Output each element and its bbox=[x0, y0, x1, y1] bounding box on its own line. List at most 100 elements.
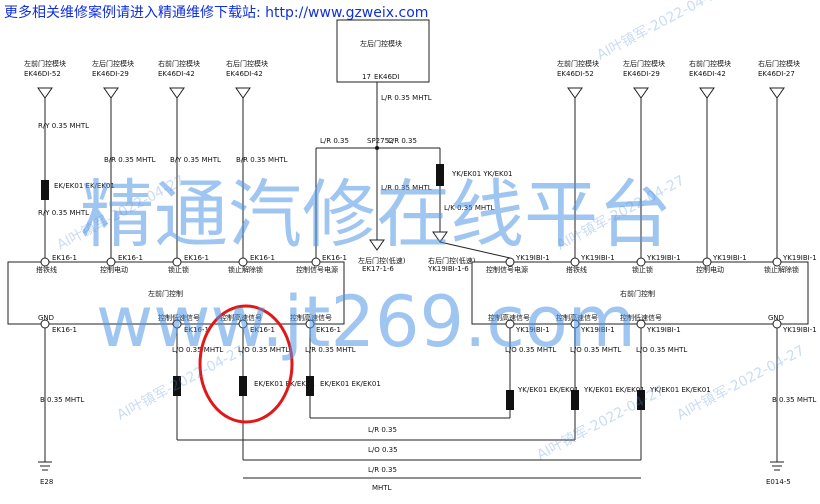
splice-label: SP2752 bbox=[367, 137, 393, 145]
pin-name: 控制高速信号 bbox=[220, 313, 262, 322]
antenna-triangle bbox=[169, 87, 185, 99]
top-wire-network: SP2752 L/R 0.35 L/R 0.35 L/R 0.35 MHTL L… bbox=[315, 82, 511, 273]
antenna-code: EK46DI-42 bbox=[689, 70, 726, 78]
watermark-stamp: AI叶镇军-2022-04-27 bbox=[534, 383, 667, 464]
pin-name: 控制信号电源 bbox=[486, 265, 528, 274]
wire-label: R/Y 0.35 MHTL bbox=[38, 209, 89, 217]
wire-label: L/O 0.35 bbox=[368, 446, 398, 454]
pin-conn: YK19IBI-1 bbox=[782, 326, 817, 334]
pin-conn: EK16-1 bbox=[250, 254, 275, 262]
wire-label: L/R 0.35 bbox=[388, 137, 417, 145]
inline-connectors-bottom: EK/EK01 EK/EK01 EK/EK01 EK/EK01 YK/EK01 … bbox=[40, 346, 816, 492]
pin-conn: EK16-1 bbox=[118, 254, 143, 262]
wire-label: L/R 0.35 MHTL bbox=[305, 346, 356, 354]
inline-connector-label: YK/EK01 EK/EK01 bbox=[649, 386, 711, 394]
wire-label: B/Y 0.35 MHTL bbox=[170, 156, 221, 164]
wire-label: L/R 0.35 bbox=[320, 137, 349, 145]
watermark-stamp: AI叶镇军-2022-04-27 bbox=[594, 0, 727, 64]
pin-conn: EK16-1 bbox=[184, 254, 209, 262]
pin-conn: EK16-1 bbox=[250, 326, 275, 334]
pin-conn: YK19IBI-1 bbox=[712, 254, 747, 262]
wire-label: L/K 0.35 MHTL bbox=[444, 204, 494, 212]
antenna-triangle bbox=[769, 87, 785, 99]
antenna-triangle bbox=[633, 87, 649, 99]
right-module-bottom-pins: 控制高速信号 YK19IBI-1 控制高速信号 YK19IBI-1 控制低速信号… bbox=[488, 313, 817, 334]
right-module-title: 右前门控制 bbox=[620, 289, 655, 298]
top-module-pin: 17 bbox=[362, 73, 371, 81]
left-antenna-group: 左前门控模块 EK46DI-52 左后门控模块 EK46DI-29 右前门控模块… bbox=[24, 59, 268, 99]
pin-name: 控制高速信号 bbox=[556, 313, 598, 322]
antenna-code: EK46DI-52 bbox=[24, 70, 61, 78]
left-module-bottom-pins: GND EK16-1 控制低速信号 EK16-1 控制高速信号 EK16-1 控… bbox=[38, 313, 341, 334]
wire-label: B 0.35 MHTL bbox=[40, 396, 84, 404]
right-antenna-group: 左前门控模块 EK46DI-52 左后门控模块 EK46DI-29 右前门控模块… bbox=[557, 59, 800, 99]
wire-label: L/O 0.35 MHTL bbox=[505, 346, 556, 354]
pin-conn: YK19IBI-1 bbox=[580, 326, 615, 334]
inline-connector-label: EK/EK01 EK/EK01 bbox=[320, 380, 381, 388]
inline-connector-label: YK/EK01 EK/EK01 bbox=[583, 386, 645, 394]
wire-label: B/R 0.35 MHTL bbox=[104, 156, 156, 164]
antenna-triangle bbox=[235, 87, 251, 99]
inline-connector bbox=[637, 390, 645, 410]
pin-name: 控制高速信号 bbox=[290, 313, 332, 322]
left-module-title: 左前门控制 bbox=[148, 289, 183, 298]
antenna-code: EK46DI-52 bbox=[557, 70, 594, 78]
right-module-top-pins: 控制信号电源 YK19IBI-1 搭铁线 YK19IBI-1 锁止锁 YK19I… bbox=[486, 254, 817, 274]
antenna-code: EK46DI-42 bbox=[158, 70, 195, 78]
antenna-label: 左后门控模块 bbox=[92, 59, 134, 68]
pin-conn: YK19IBI-1 bbox=[580, 254, 615, 262]
pin-name: 搭铁线 bbox=[566, 265, 587, 274]
inline-connector bbox=[306, 376, 314, 396]
pin-conn: YK19IBI-1 bbox=[515, 326, 550, 334]
wire-label: L/R 0.35 bbox=[368, 466, 397, 474]
inline-connector bbox=[173, 376, 181, 396]
wire-label: L/O 0.35 MHTL bbox=[570, 346, 621, 354]
inline-connectors-top: EK/EK01 EK/EK01 YK/EK01 YK/EK01 R/Y 0.35… bbox=[38, 122, 513, 217]
inline-connector-label: EK/EK01 EK/EK01 bbox=[254, 380, 315, 388]
pin-name: 锁止锁 bbox=[168, 265, 189, 274]
wire-label: B 0.35 MHTL bbox=[772, 396, 816, 404]
pin-name: 控制电动 bbox=[696, 265, 724, 274]
pin-name: 锁止解除锁 bbox=[228, 265, 263, 274]
pin-conn: YK19IBI-1 bbox=[782, 254, 817, 262]
pin-name: 控制信号电源 bbox=[296, 265, 338, 274]
pin-conn: EK16-1 bbox=[322, 254, 347, 262]
wire-label: R/Y 0.35 MHTL bbox=[38, 122, 89, 130]
ground-symbols: E28 E014-5 bbox=[38, 461, 791, 486]
antenna-code: EK46DI-42 bbox=[226, 70, 263, 78]
antenna-triangle bbox=[567, 87, 583, 99]
splice-left-text: 左后门控(低速) bbox=[358, 256, 406, 265]
ground-label-right: E014-5 bbox=[766, 478, 791, 486]
left-door-module bbox=[7, 261, 345, 325]
wire-label: L/O 0.35 MHTL bbox=[238, 346, 289, 354]
wire-label: L/R 0.35 MHTL bbox=[381, 184, 432, 192]
pin-conn: YK19IBI-1 bbox=[646, 326, 681, 334]
pin-name: GND bbox=[38, 314, 54, 322]
watermark-url: www.jt269.com bbox=[96, 281, 636, 363]
antenna-label: 右前门控模块 bbox=[158, 59, 200, 68]
pin-conn: YK19IBI-1 bbox=[515, 254, 550, 262]
watermark-stamp: AI叶镇军-2022-04-27 bbox=[674, 343, 807, 424]
pin-name: 控制低速信号 bbox=[620, 313, 662, 322]
antenna-wires bbox=[44, 98, 778, 258]
pin-conn: EK16-1 bbox=[52, 326, 77, 334]
antenna-label: 右后门控模块 bbox=[758, 59, 800, 68]
left-module-top-pins: 搭铁线 EK16-1 控制电动 EK16-1 锁止锁 EK16-1 锁止解除锁 … bbox=[36, 254, 347, 274]
splice-arrow-left bbox=[369, 239, 385, 251]
inline-connector bbox=[41, 180, 49, 200]
pin-name: 搭铁线 bbox=[36, 265, 57, 274]
antenna-label: 左后门控模块 bbox=[623, 59, 665, 68]
highlight-circle bbox=[198, 304, 294, 424]
inline-connector bbox=[506, 390, 514, 410]
wire-label: L/R 0.35 MHTL bbox=[381, 94, 432, 102]
inline-connector-label: YK/EK01 YK/EK01 bbox=[451, 170, 513, 178]
pin-name: 锁止锁 bbox=[632, 265, 653, 274]
wire-label: MHTL bbox=[372, 484, 392, 492]
pin-name: 控制电动 bbox=[100, 265, 128, 274]
antenna-label: 右后门控模块 bbox=[226, 59, 268, 68]
antenna-code: EK46DI-29 bbox=[623, 70, 660, 78]
wire-label: B/R 0.35 MHTL bbox=[236, 156, 288, 164]
top-module-box bbox=[336, 19, 430, 83]
pin-name: 控制高速信号 bbox=[488, 313, 530, 322]
